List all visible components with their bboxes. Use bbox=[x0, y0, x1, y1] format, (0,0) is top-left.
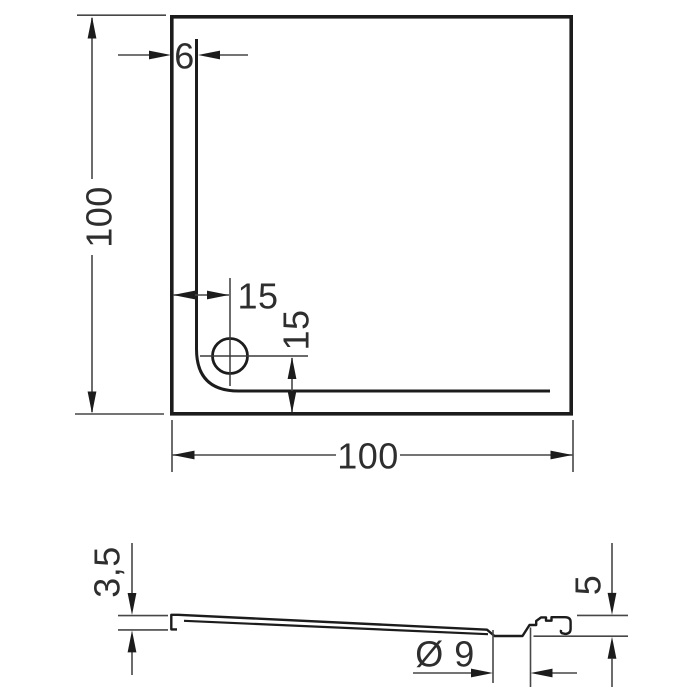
dim-wall-6: 6 bbox=[118, 36, 248, 77]
tray-inner-rim-line bbox=[195, 39, 550, 393]
arrowhead-right bbox=[471, 668, 493, 678]
dim-label: 6 bbox=[174, 36, 195, 77]
dim-label: Ø 9 bbox=[415, 634, 475, 675]
arrowhead-up bbox=[87, 16, 97, 39]
arrowhead-down bbox=[287, 391, 297, 413]
arrowhead-up bbox=[287, 357, 297, 379]
dim-label: 100 bbox=[337, 436, 399, 477]
arrowhead-left bbox=[172, 450, 195, 460]
dim-edge-height-3-5: 3,5 bbox=[87, 543, 168, 675]
dim-width-100: 100 bbox=[171, 420, 574, 477]
dim-label: 3,5 bbox=[87, 546, 128, 598]
section-view: 3,5 5 Ø 9 bbox=[87, 543, 628, 687]
dim-label: 100 bbox=[79, 186, 120, 248]
dim-drain-offset-x-15: 15 bbox=[173, 276, 278, 317]
arrowhead-down bbox=[127, 593, 137, 615]
dim-label: 5 bbox=[568, 575, 609, 596]
dim-drain-diameter-9: Ø 9 bbox=[413, 627, 577, 687]
arrowhead-left bbox=[198, 50, 220, 60]
dim-height-100: 100 bbox=[75, 14, 166, 415]
arrowhead-right bbox=[149, 50, 171, 60]
dim-drain-offset-y-15: 15 bbox=[276, 309, 317, 413]
arrowhead-up bbox=[127, 630, 137, 653]
arrowhead-down bbox=[87, 391, 97, 414]
arrowhead-right bbox=[207, 290, 229, 300]
top-view: 100 6 15 15 bbox=[75, 14, 574, 477]
tray-outer-outline bbox=[170, 14, 573, 416]
arrowhead-left bbox=[173, 290, 195, 300]
dim-label: 15 bbox=[276, 309, 317, 350]
section-profile bbox=[170, 613, 572, 638]
dim-drain-height-5: 5 bbox=[533, 543, 628, 687]
arrowhead-down bbox=[607, 592, 617, 615]
section-underside-line bbox=[183, 619, 489, 636]
arrowhead-up bbox=[607, 636, 617, 659]
dim-label: 15 bbox=[237, 276, 278, 317]
arrowhead-left bbox=[530, 668, 553, 678]
arrowhead-right bbox=[550, 450, 573, 460]
